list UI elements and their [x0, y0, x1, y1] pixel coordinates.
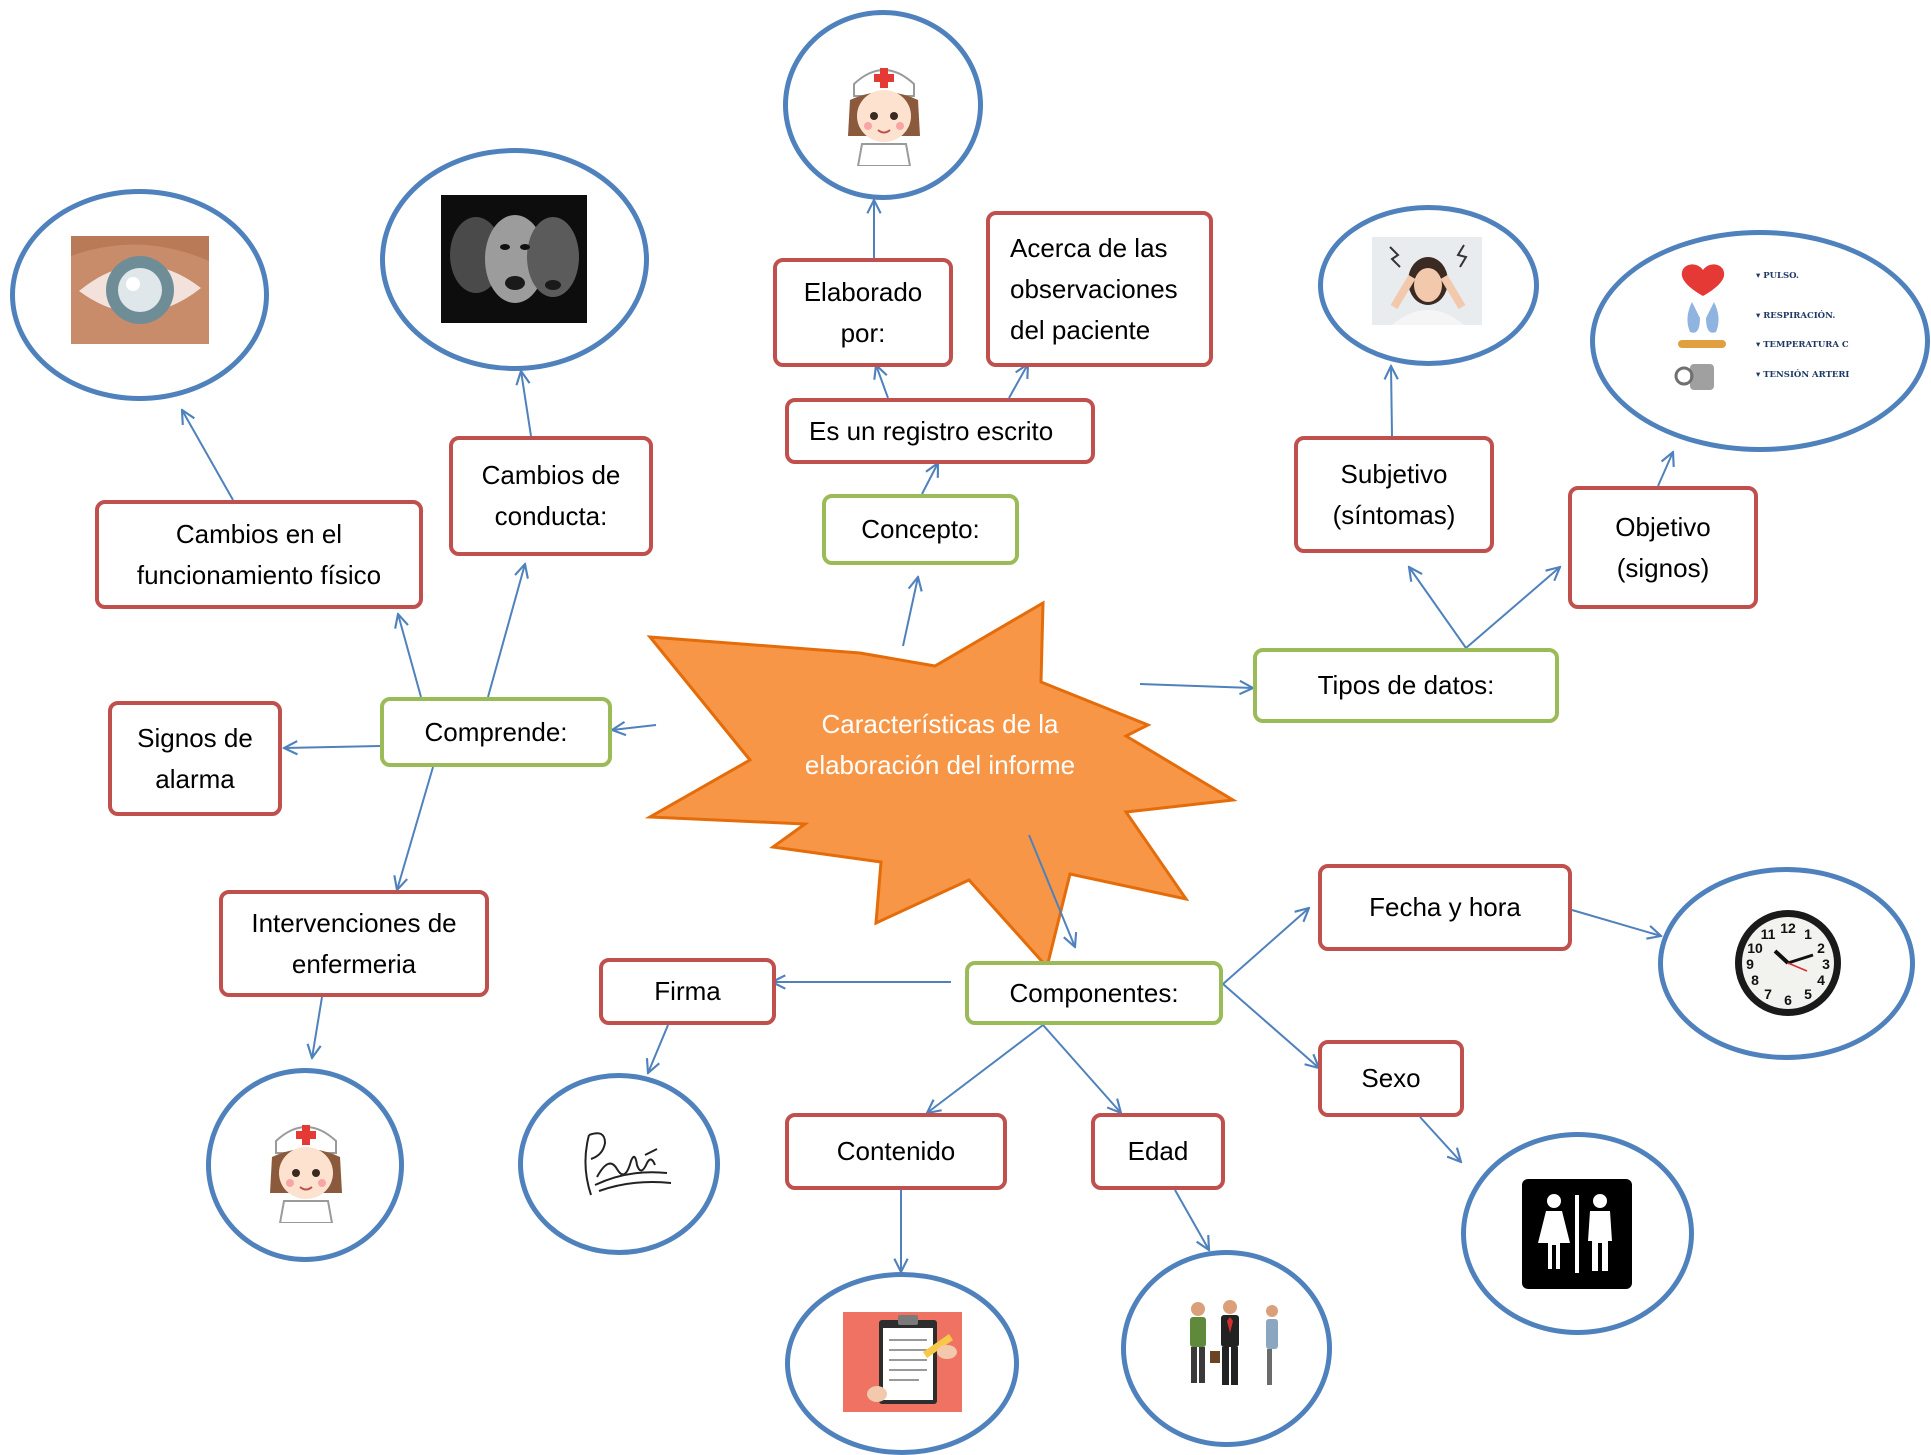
- arrow-tipos-subjetivo: [1409, 567, 1467, 649]
- svg-text:8: 8: [1751, 972, 1759, 988]
- arrow-componentes-fecha: [1222, 908, 1309, 985]
- svg-text:12: 12: [1780, 920, 1796, 936]
- restroom-circle: [1461, 1132, 1694, 1335]
- arrow-objetivo-vitals: [1657, 452, 1673, 487]
- vital-signs-icon: ▾ PULSO. ▾ RESPIRACIÓN. ▾ TEMPERATURA C …: [1674, 264, 1849, 390]
- arrow-componentes-contenido: [927, 1024, 1044, 1113]
- svg-text:9: 9: [1746, 956, 1754, 972]
- svg-text:2: 2: [1817, 940, 1825, 956]
- arrow-comprende-fisico: [398, 614, 422, 698]
- arrow-registro-acerca: [1008, 364, 1028, 399]
- arrow-concepto-registro: [921, 463, 938, 495]
- arrow-fisico-eye: [182, 410, 234, 501]
- arrow-firma-signature: [648, 1024, 669, 1073]
- svg-text:▾ RESPIRACIÓN.: ▾ RESPIRACIÓN.: [1756, 309, 1835, 321]
- people-circle: [1121, 1250, 1332, 1447]
- sexo-box: Sexo: [1318, 1040, 1464, 1117]
- arrow-registro-elaborado: [876, 365, 889, 399]
- acerca-box: Acerca de las observaciones del paciente: [986, 211, 1213, 367]
- svg-text:▾ TEMPERATURA C: ▾ TEMPERATURA C: [1756, 340, 1849, 350]
- arrow-center-componentes: [1028, 834, 1075, 947]
- intervenciones-box: Intervenciones de enfermeria: [219, 890, 489, 997]
- vitals-circle: [1590, 230, 1930, 452]
- objetivo-box: Objetivo (signos): [1568, 486, 1758, 609]
- arrow-intervenciones-nurse: [312, 996, 323, 1058]
- svg-text:4: 4: [1817, 972, 1825, 988]
- arrow-center-concepto: [902, 577, 918, 647]
- clipboard-icon: [843, 1312, 962, 1412]
- svg-text:▾ PULSO.: ▾ PULSO.: [1756, 271, 1799, 281]
- svg-text:6: 6: [1784, 992, 1792, 1008]
- nurse-icon: [848, 68, 920, 166]
- svg-text:7: 7: [1764, 986, 1772, 1002]
- central-title: Características de la elaboración del in…: [804, 709, 1076, 780]
- arrow-center-tipos: [1139, 684, 1253, 688]
- people-icon: [1190, 1300, 1278, 1385]
- arrow-conducta-faces: [521, 371, 532, 437]
- arrow-fecha-clock: [1571, 909, 1661, 936]
- nurse-icon: [270, 1125, 342, 1223]
- headache-woman-icon: [1372, 237, 1482, 325]
- cambios-fisico-box: Cambios en el funcionamiento físico: [95, 500, 423, 609]
- restroom-icon: [1522, 1179, 1632, 1289]
- arrow-componentes-edad: [1042, 1024, 1121, 1113]
- registro-box: Es un registro escrito: [785, 398, 1095, 464]
- fecha-hora-box: Fecha y hora: [1318, 864, 1572, 951]
- svg-text:11: 11: [1761, 926, 1776, 942]
- faces-emotion-icon: [441, 195, 587, 323]
- arrow-subjetivo-headache: [1391, 366, 1392, 437]
- arrow-center-comprende: [612, 725, 657, 730]
- contenido-box: Contenido: [785, 1113, 1007, 1190]
- svg-text:10: 10: [1747, 940, 1763, 956]
- signature-icon: [584, 1132, 672, 1196]
- central-starburst: [644, 600, 1238, 971]
- edad-box: Edad: [1091, 1113, 1225, 1190]
- clock-icon: 12 1 2 3 4 5 6 7 8 9 10 11: [1735, 910, 1841, 1016]
- arrow-comprende-intervenciones: [397, 766, 434, 890]
- connectors: [182, 200, 1673, 1272]
- svg-text:5: 5: [1804, 986, 1812, 1002]
- comprende-box: Comprende:: [380, 697, 612, 767]
- subjetivo-box: Subjetivo (síntomas): [1294, 436, 1494, 553]
- cambios-conducta-box: Cambios de conducta:: [449, 436, 653, 556]
- arrow-comprende-signos: [284, 746, 381, 748]
- firma-box: Firma: [599, 958, 776, 1025]
- arrow-sexo-restroom: [1419, 1116, 1461, 1162]
- svg-text:3: 3: [1822, 956, 1830, 972]
- tipos-datos-box: Tipos de datos:: [1253, 648, 1559, 723]
- signos-alarma-box: Signos de alarma: [108, 701, 282, 816]
- elaborado-box: Elaborado por:: [773, 258, 953, 367]
- eye-cataract-icon: [71, 236, 209, 344]
- signature-circle: [518, 1073, 720, 1255]
- arrow-edad-people: [1174, 1189, 1209, 1250]
- svg-text:▾ TENSIÓN ARTERI: ▾ TENSIÓN ARTERI: [1756, 368, 1849, 380]
- componentes-box: Componentes:: [965, 961, 1223, 1025]
- concepto-box: Concepto:: [822, 494, 1019, 565]
- arrow-tipos-objetivo: [1465, 567, 1560, 649]
- svg-text:1: 1: [1804, 926, 1812, 942]
- arrow-comprende-conducta: [487, 564, 525, 698]
- arrow-componentes-sexo: [1222, 983, 1319, 1068]
